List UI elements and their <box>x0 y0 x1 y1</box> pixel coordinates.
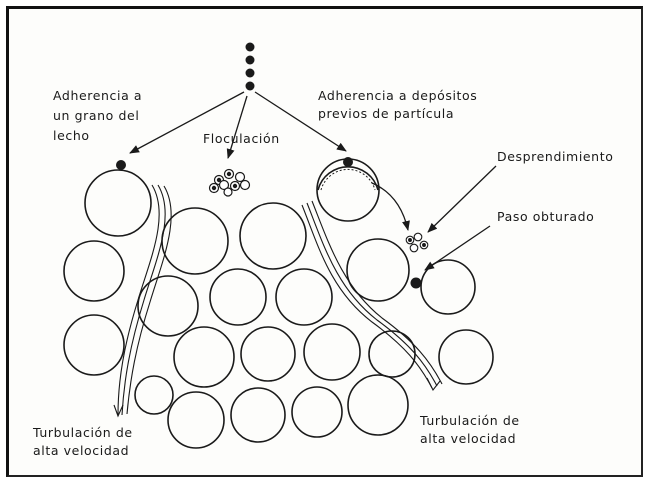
bed-grain <box>438 329 494 385</box>
bed-grain <box>173 326 235 388</box>
label-adherencia-grano-line1: Adherencia a <box>53 88 143 103</box>
falling-particles <box>245 42 255 91</box>
obturation-particle <box>410 277 422 289</box>
arrow-to-deposit <box>254 91 347 152</box>
bed-grain <box>275 268 333 326</box>
label-turbulacion-left-line2: alta velocidad <box>33 443 130 458</box>
bed-grain <box>134 375 174 415</box>
label-turbulacion-right-line1: Turbulación de <box>420 413 520 428</box>
bed-grain <box>420 259 476 315</box>
bed-grains <box>63 158 494 449</box>
bed-grain <box>240 326 296 382</box>
label-adherencia-depositos-line1: Adherencia a depósitos <box>318 88 478 103</box>
transport-arrows <box>129 91 497 271</box>
label-adherencia-grano-line3: lecho <box>53 128 90 143</box>
bed-grain <box>303 323 361 381</box>
bed-grain <box>291 386 343 438</box>
deposit-layer <box>317 157 379 191</box>
label-paso-obturado: Paso obturado <box>497 209 595 224</box>
bed-grain <box>63 240 125 302</box>
label-turbulacion-left-line1: Turbulación de <box>33 425 133 440</box>
arrow-to-grain <box>129 91 245 154</box>
arrow-to-floc <box>226 95 248 159</box>
label-adherencia-depositos-line2: previos de partícula <box>318 106 455 121</box>
streamlines-left <box>113 184 172 418</box>
bed-grain <box>239 202 307 270</box>
adhered-particle <box>116 160 126 170</box>
bed-grain <box>161 207 229 275</box>
arrow-paso-obturado <box>424 225 491 271</box>
arrow-desprendimiento <box>427 165 497 233</box>
label-adherencia-grano-line2: un grano del <box>53 108 140 123</box>
label-floculacion: Floculación <box>203 131 280 146</box>
floc-cluster <box>208 168 251 197</box>
bed-grain <box>209 268 267 326</box>
label-desprendimiento: Desprendimiento <box>497 149 614 164</box>
bed-grain <box>63 314 125 376</box>
bed-grain <box>347 374 409 436</box>
label-turbulacion-right-line2: alta velocidad <box>420 431 517 446</box>
bed-grain <box>137 275 199 337</box>
diagram-frame <box>6 6 643 477</box>
streamlines-right <box>301 200 443 392</box>
bed-grain <box>316 158 380 222</box>
bed-grain <box>84 169 152 237</box>
detached-particles <box>405 232 429 253</box>
bed-grain <box>346 238 410 302</box>
bed-grain <box>167 391 225 449</box>
bed-grain <box>230 387 286 443</box>
